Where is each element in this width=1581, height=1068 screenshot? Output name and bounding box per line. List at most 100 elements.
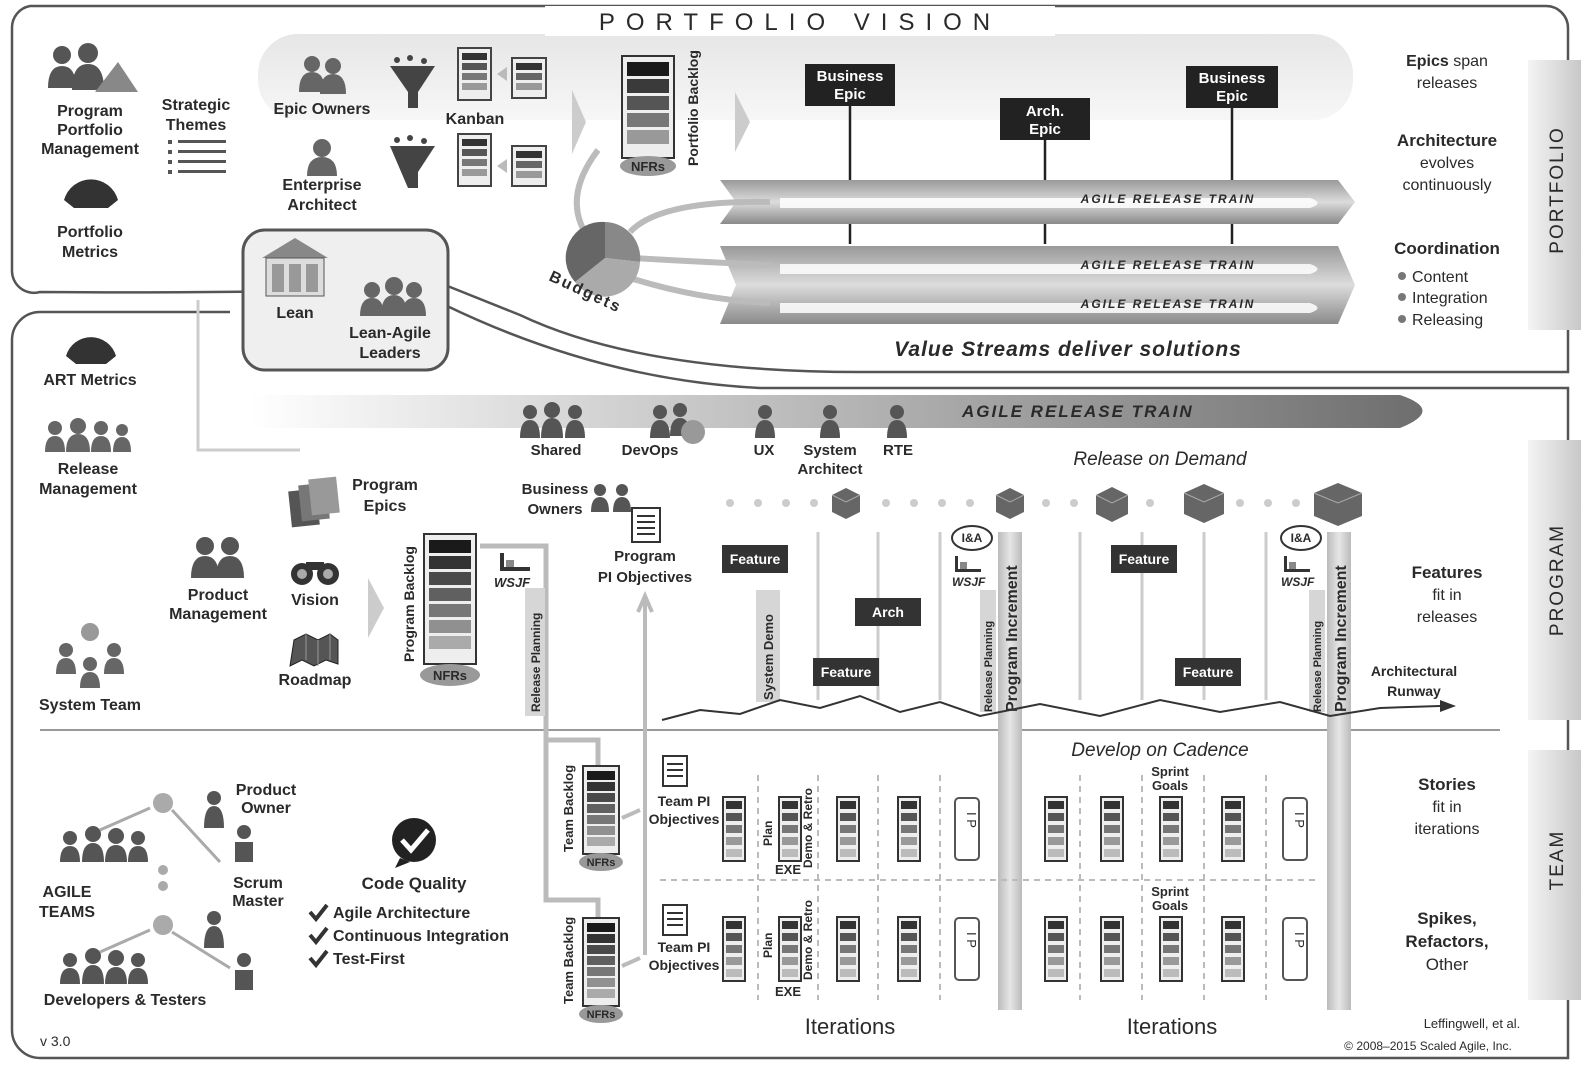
business-epic-label: Business — [817, 68, 884, 85]
arch-epic-box — [1000, 98, 1090, 140]
backlog-item — [782, 837, 798, 845]
epics-span-label: releases — [1417, 75, 1477, 92]
develop-on-cadence-label: Develop on Cadence — [1071, 740, 1248, 761]
ppm-label: Portfolio — [57, 122, 123, 139]
backlog-item — [1163, 945, 1179, 953]
arch-epic-label: Epic — [1029, 121, 1061, 138]
program-increment-label: Program Increment — [1004, 565, 1021, 712]
system-demo-band — [756, 590, 780, 702]
backlog-item — [840, 837, 856, 845]
system-demo-label: System Demo — [761, 614, 776, 700]
agile-teams-label: TEAMS — [39, 904, 95, 921]
backlog-item — [840, 945, 856, 953]
backlog-item — [1048, 813, 1064, 821]
system-team-icon — [56, 623, 124, 688]
program-increment-label: Program Increment — [1333, 565, 1350, 712]
features-fit-label: fit in — [1432, 587, 1461, 604]
release-planning-band — [1309, 590, 1325, 712]
lean-agile-leaders-label: Lean-Agile — [349, 325, 431, 342]
wsjf-label: WSJF — [1281, 575, 1315, 589]
lean-label: Lean — [276, 305, 313, 322]
document-icon — [631, 507, 661, 543]
backlog-item — [840, 921, 856, 929]
feature-box — [1111, 545, 1177, 573]
backlog-item — [1104, 933, 1120, 941]
backlog-item — [782, 921, 798, 929]
role-label: System — [803, 442, 856, 459]
nfrs-label: NFRs — [587, 1009, 616, 1021]
system-team-label: System Team — [39, 697, 141, 714]
agile-teams-label: AGILE — [43, 884, 92, 901]
pi-objectives-connector — [636, 591, 654, 955]
stories-fit-label: fit in — [1432, 799, 1461, 816]
release-planning-band — [980, 590, 996, 712]
backlog-item — [1104, 837, 1120, 845]
coordination-item: Releasing — [1412, 312, 1483, 329]
backlog-item — [1048, 933, 1064, 941]
credit-label: Leffingwell, et al. — [1424, 1016, 1521, 1031]
business-owners-icon — [591, 484, 631, 512]
backlog-item — [1225, 801, 1241, 809]
backlog-item — [1163, 801, 1179, 809]
backlog-item — [1225, 933, 1241, 941]
backlog-item — [1225, 813, 1241, 821]
release-planning-label: Release Planning — [983, 621, 995, 712]
business-epic-label: Epic — [834, 86, 866, 103]
lean-agile-leaders-label: Leaders — [359, 345, 420, 362]
nfrs-label: NFRs — [631, 159, 665, 174]
check-icon — [308, 903, 329, 969]
backlog-item — [1225, 837, 1241, 845]
spikes-label: Spikes, — [1417, 909, 1477, 928]
backlog-item — [1163, 837, 1179, 845]
feature-label: Feature — [1183, 664, 1234, 680]
backlog-item — [901, 945, 917, 953]
value-streams-label: Value Streams deliver solutions — [894, 338, 1242, 361]
coordination-item: Integration — [1412, 290, 1488, 307]
backlog-item — [726, 921, 742, 929]
backlog-item — [1225, 957, 1241, 965]
backlog-item — [726, 813, 742, 821]
nfrs-label: NFRs — [433, 668, 467, 683]
lean-connector — [196, 300, 300, 452]
ip-label: I P — [964, 812, 979, 828]
arch-box — [855, 598, 921, 626]
backlog-item — [726, 801, 742, 809]
program-backlog-stack — [420, 533, 480, 686]
feature-label: Feature — [821, 664, 872, 680]
arch-runway-label: Architectural — [1371, 663, 1457, 679]
team-level-label: TEAM — [1547, 830, 1568, 891]
plan-label: Plan — [761, 821, 775, 846]
train-roles-icons — [520, 402, 907, 444]
release-planning-label: Release Planning — [1312, 621, 1324, 712]
backlog-item — [1104, 945, 1120, 953]
arch-epic-label: Arch. — [1026, 103, 1064, 120]
arrow-right-icon — [1440, 700, 1456, 712]
backlog-item — [726, 969, 742, 977]
exe-label: EXE — [775, 984, 801, 999]
backlog-item — [1104, 825, 1120, 833]
enterprise-architect-label: Architect — [287, 197, 357, 214]
business-epic-label: Epic — [1216, 88, 1248, 105]
business-owners-label: Business — [522, 481, 589, 498]
epic-owners-icon — [299, 56, 346, 94]
coordination-label: Coordination — [1394, 239, 1500, 258]
budgets-pie — [565, 221, 641, 297]
wsjf-chart-icon — [500, 553, 530, 571]
backlog-item — [782, 813, 798, 821]
backlog-item — [726, 849, 742, 857]
backlog-item — [726, 957, 742, 965]
portfolio-metrics-label: Metrics — [62, 244, 118, 261]
iterations-label: Iterations — [1127, 1014, 1218, 1039]
product-management-icon — [191, 537, 244, 578]
gauge-icon — [66, 337, 116, 364]
sprint-goals-label: Goals — [1152, 778, 1188, 793]
product-owner-label: Owner — [241, 800, 291, 817]
people-icon — [48, 43, 138, 92]
backlog-item — [1163, 957, 1179, 965]
architectural-runway — [661, 694, 1441, 721]
chevron-right-icon — [572, 90, 586, 154]
team-level-band — [1528, 750, 1581, 1000]
backlog-item — [1104, 813, 1120, 821]
product-management-label: Product — [188, 587, 249, 604]
ip-label: I P — [1292, 812, 1307, 828]
